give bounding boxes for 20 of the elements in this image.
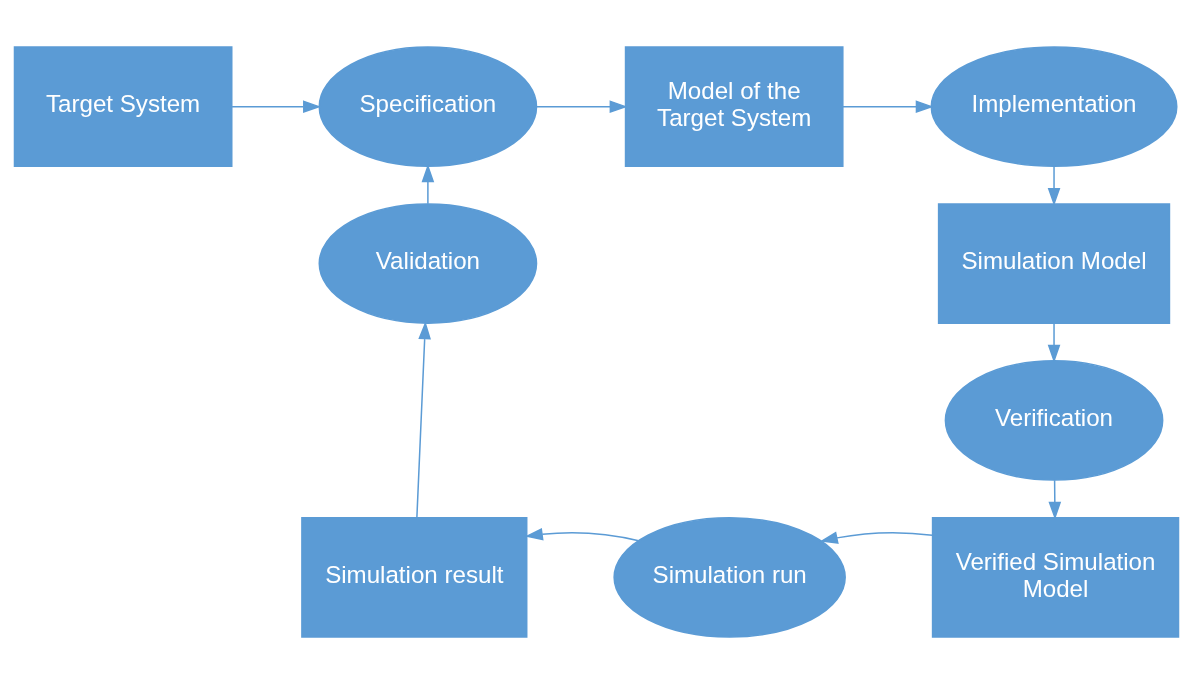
arrow [416, 321, 431, 519]
node-box: Verified Simulation Model [931, 517, 1180, 638]
arrow [231, 100, 322, 113]
node-box: Simulation Model [937, 203, 1171, 324]
arrow [1047, 322, 1061, 363]
node-ellipse: Validation [318, 203, 538, 324]
arrow [1047, 165, 1061, 207]
node-box: Simulation result [301, 517, 528, 638]
arrow [536, 100, 628, 113]
arrow [1048, 479, 1062, 520]
arrow [524, 527, 640, 542]
node-ellipse: Implementation [930, 46, 1178, 167]
arrow [842, 100, 934, 113]
arrow [819, 531, 934, 544]
node-box: Model of the Target System [624, 46, 844, 167]
node-ellipse: Specification [318, 46, 538, 167]
node-box: Target System [13, 46, 233, 167]
node-ellipse: Verification [944, 360, 1164, 481]
node-ellipse: Simulation run [613, 517, 846, 638]
arrow [421, 164, 435, 205]
